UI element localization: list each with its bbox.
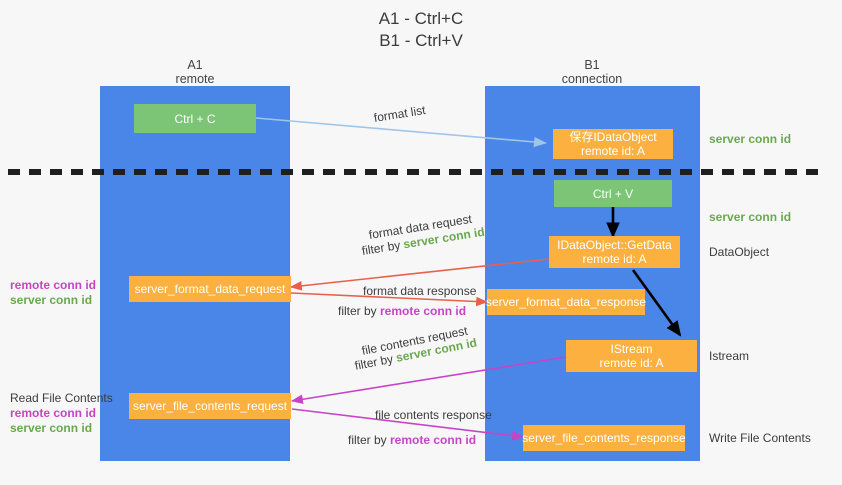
edge-label-format-data-response-filter: filter by remote conn id — [338, 304, 466, 319]
node-istream-label: IStream — [610, 342, 653, 356]
title-line-2: B1 - Ctrl+V — [379, 31, 463, 50]
filter-prefix-3: filter by — [353, 351, 398, 373]
node-ctrl-c-label: Ctrl + C — [174, 111, 216, 126]
edge-label-format-list: format list — [372, 102, 427, 125]
annotation-dataobject: DataObject — [709, 245, 770, 259]
node-save-idataobject-label: 保存IDataObject — [569, 130, 657, 144]
node-istream-sub: remote id: A — [599, 356, 664, 370]
filter-prefix-4: filter by — [348, 433, 391, 447]
column-header-b1-sub: connection — [561, 72, 623, 86]
node-server-file-contents-response-label: server_file_contents_response — [522, 431, 686, 445]
edge-label-file-contents-response: file contents response — [375, 408, 492, 422]
filter-prefix-2: filter by — [338, 304, 381, 318]
annotation-bottom-server-conn-id: server conn id — [10, 421, 93, 435]
column-header-b1: B1 connection — [527, 58, 657, 86]
annotation-read-file-contents-group: Read File Contents remote conn id server… — [10, 391, 113, 436]
column-header-a1: A1 remote — [130, 58, 260, 86]
node-ctrl-v-label: Ctrl + V — [592, 186, 634, 201]
filter-prefix-1: filter by — [360, 237, 405, 258]
node-server-file-contents-response[interactable]: server_file_contents_response — [522, 425, 686, 451]
filter-key-remote-conn-id-2: remote conn id — [390, 433, 477, 447]
annotation-server-conn-id-second: server conn id — [709, 210, 792, 224]
annotation-mid-conn-ids: remote conn id server conn id — [10, 278, 96, 308]
filter-key-remote-conn-id-1: remote conn id — [380, 304, 467, 318]
node-server-format-data-response-label: server_format_data_response — [485, 295, 647, 309]
node-server-file-contents-request-label: server_file_contents_request — [132, 399, 288, 413]
annotation-read-file-contents: Read File Contents — [10, 391, 113, 405]
annotation-write-file-contents: Write File Contents — [709, 431, 811, 445]
node-server-file-contents-request[interactable]: server_file_contents_request — [129, 393, 291, 419]
annotation-server-conn-id-top: server conn id — [709, 132, 792, 146]
node-save-idataobject[interactable]: 保存IDataObject remote id: A — [553, 129, 673, 159]
node-getdata[interactable]: IDataObject::GetData remote id: A — [549, 236, 680, 268]
node-server-format-data-response[interactable]: server_format_data_response — [485, 289, 647, 315]
node-save-idataobject-sub: remote id: A — [580, 144, 646, 158]
title-line-1: A1 - Ctrl+C — [378, 9, 464, 28]
edge-label-format-data-response: format data response — [363, 284, 477, 298]
column-header-a1-sub: remote — [175, 72, 215, 86]
column-header-b1-name: B1 — [584, 58, 600, 72]
column-header-a1-name: A1 — [187, 58, 203, 72]
annotation-bottom-remote-conn-id: remote conn id — [10, 406, 97, 420]
node-ctrl-v[interactable]: Ctrl + V — [554, 180, 672, 207]
node-getdata-sub: remote id: A — [582, 252, 647, 266]
annotation-mid-remote-conn-id: remote conn id — [10, 278, 97, 292]
node-server-format-data-request-label: server_format_data_request — [134, 282, 286, 296]
page-title: A1 - Ctrl+C B1 - Ctrl+V — [0, 8, 842, 52]
node-istream[interactable]: IStream remote id: A — [566, 340, 697, 372]
node-ctrl-c[interactable]: Ctrl + C — [134, 104, 256, 133]
annotation-istream: Istream — [709, 349, 750, 363]
edge-label-file-contents-response-filter: filter by remote conn id — [348, 433, 476, 448]
node-getdata-label: IDataObject::GetData — [557, 238, 672, 252]
node-server-format-data-request[interactable]: server_format_data_request — [129, 276, 291, 302]
annotation-mid-server-conn-id: server conn id — [10, 293, 93, 307]
